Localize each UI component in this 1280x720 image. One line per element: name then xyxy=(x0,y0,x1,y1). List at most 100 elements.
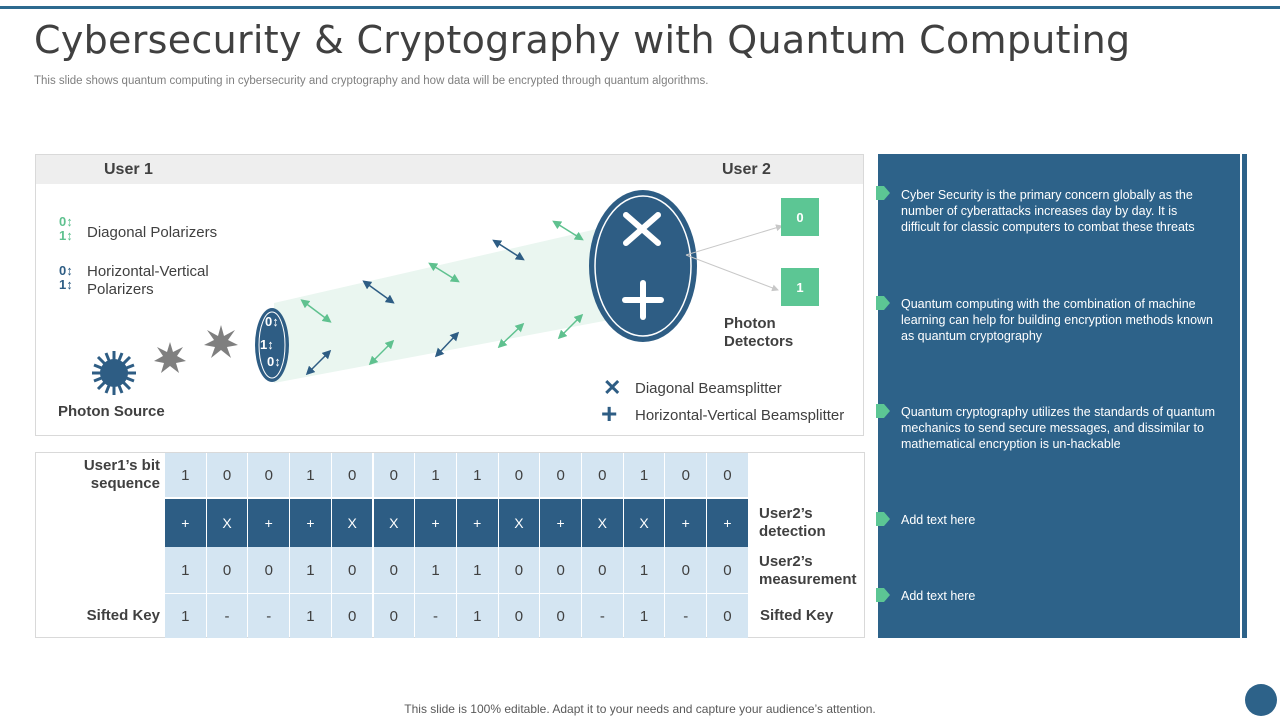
detector-ray xyxy=(685,254,779,292)
diagram-graphics xyxy=(92,190,783,395)
photon-beam xyxy=(274,220,636,383)
table-cell: 0 xyxy=(331,453,373,497)
table-cell: 1 xyxy=(623,594,665,638)
detector-ray xyxy=(685,224,783,256)
photon-arrow xyxy=(300,299,332,323)
table-cell: 0 xyxy=(498,594,540,638)
footer-note: This slide is 100% editable. Adapt it to… xyxy=(404,702,876,716)
bullet-arrow-icon xyxy=(876,404,890,418)
polarizer-lens xyxy=(255,308,289,382)
table-cell: 0 xyxy=(582,547,623,593)
table-cell: 0 xyxy=(582,453,623,497)
table-cell: + xyxy=(665,499,707,547)
diagonal-beamsplitter-label: Diagonal Beamsplitter xyxy=(635,380,782,397)
lens-label: 1↕ xyxy=(260,337,274,352)
panel-bullet-text: Cyber Security is the primary concern gl… xyxy=(901,188,1195,234)
table-cell: 0 xyxy=(373,453,415,497)
photon-burst-icon xyxy=(154,342,186,373)
bullet-arrow-icon xyxy=(876,186,890,200)
table-cell: X xyxy=(498,499,540,547)
top-rule xyxy=(0,6,1280,9)
table-cell: 0 xyxy=(498,453,540,497)
table-cell: 0 xyxy=(373,547,415,593)
photon-arrow xyxy=(497,322,525,349)
panel-bullet-text: Quantum cryptography utilizes the standa… xyxy=(901,405,1216,451)
table-cell: 0 xyxy=(665,453,707,497)
info-panel-edge xyxy=(1240,154,1247,638)
table-cell: 1 xyxy=(456,594,498,638)
bullet-arrow-icon xyxy=(876,296,890,310)
table-cell: 0 xyxy=(248,547,290,593)
table-cell: 0 xyxy=(498,547,540,593)
photon-arrow xyxy=(492,239,525,261)
photon-source-label: Photon Source xyxy=(58,403,165,420)
photon-arrow xyxy=(557,313,584,340)
table-cell: + xyxy=(707,499,748,547)
table-cell: + xyxy=(540,499,581,547)
hv-polarizers-label-line1: Horizontal-Vertical xyxy=(87,263,209,280)
quantum-key-diagram: User 1 User 2 xyxy=(35,154,864,436)
photon-arrow xyxy=(305,349,332,376)
table-cell: X xyxy=(206,499,248,547)
hv-polarizers-label-line2: Polarizers xyxy=(87,281,154,298)
table-cell: X xyxy=(331,499,373,547)
table-cell: X xyxy=(373,499,415,547)
detector-zero: 0 xyxy=(781,198,819,236)
photon-arrow xyxy=(428,262,460,283)
row-label-detection: User2’s detection xyxy=(759,505,826,540)
table-cell: 1 xyxy=(165,547,206,593)
plus-icon: + xyxy=(601,398,618,429)
table-cell: + xyxy=(456,499,498,547)
lens-label: 0↕ xyxy=(267,354,281,369)
table-cell: 1 xyxy=(165,453,206,497)
table-cell: 0 xyxy=(665,547,707,593)
diagonal-polarizers-label: Diagonal Polarizers xyxy=(87,224,218,241)
diagonal-polarizer-icon: 0↕ 1↕ xyxy=(59,214,73,243)
table-cell: + xyxy=(415,499,456,547)
table-cell: 1 xyxy=(456,453,498,497)
table-cell: - xyxy=(415,594,456,638)
table-cell: 1 xyxy=(415,547,456,593)
page-subtitle: This slide shows quantum computing in cy… xyxy=(34,75,709,87)
table-cell: 0 xyxy=(331,594,373,638)
table-cell: 0 xyxy=(206,547,248,593)
table-cell: - xyxy=(206,594,248,638)
diagram-header-bar xyxy=(36,155,863,184)
table-cell: 1 xyxy=(623,547,665,593)
table-cell: 1 xyxy=(290,594,331,638)
table-cell: + xyxy=(248,499,290,547)
hv-beamsplitter-label: Horizontal-Vertical Beamsplitter xyxy=(635,407,845,424)
table-cell: 1 xyxy=(290,453,331,497)
table-cell: 0 xyxy=(540,453,581,497)
corner-circle-decoration xyxy=(1245,684,1277,716)
table-cell: 0 xyxy=(707,453,748,497)
table-cell: 1 xyxy=(623,453,665,497)
table-cell: X xyxy=(623,499,665,547)
bit-sequence-table: User1’s bit sequence User2’s detection U… xyxy=(35,452,865,638)
table-cell: 0 xyxy=(248,453,290,497)
table-cell: 0 xyxy=(540,547,581,593)
table-cell: 0 xyxy=(373,594,415,638)
table-cell: + xyxy=(290,499,331,547)
table-cell: - xyxy=(248,594,290,638)
panel-bullet-text: Add text here xyxy=(901,589,976,603)
table-cell: 1 xyxy=(290,547,331,593)
table-cell: 1 xyxy=(165,594,206,638)
table-cell: 1 xyxy=(456,547,498,593)
info-panel xyxy=(878,154,1240,638)
photon-arrow xyxy=(552,220,584,241)
table-cell: 0 xyxy=(707,547,748,593)
beamsplitter xyxy=(589,190,697,342)
panel-bullet-text: Add text here xyxy=(901,513,976,527)
lens-label: 0↕ xyxy=(265,314,279,329)
panel-bullet-text: Quantum computing with the combination o… xyxy=(901,297,1213,343)
table-cell: - xyxy=(665,594,707,638)
detector-one: 1 xyxy=(781,268,819,306)
photon-detectors-label-line2: Detectors xyxy=(724,333,794,350)
photon-arrow xyxy=(368,339,395,366)
row-label-measurement: User2’s measurement xyxy=(759,553,857,588)
row-label-sifted-key-right: Sifted Key xyxy=(760,607,834,624)
table-cell: - xyxy=(582,594,623,638)
bullet-arrow-icon xyxy=(876,512,890,526)
hv-polarizer-icon: 0↕ 1↕ xyxy=(59,263,73,292)
